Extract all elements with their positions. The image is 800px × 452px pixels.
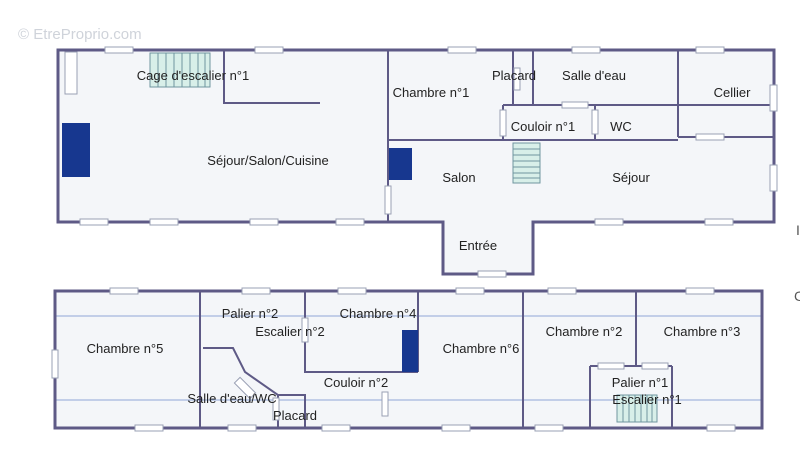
label-couloir-2: Couloir n°2 (324, 375, 388, 390)
label-cage-escalier: Cage d'escalier n°1 (137, 68, 249, 83)
label-salle-eau: Salle d'eau (562, 68, 626, 83)
label-salle-eau-wc: Salle d'eau/WC (187, 391, 276, 406)
window (594, 218, 624, 226)
label-sejour-salon-cuisine: Séjour/Salon/Cuisine (207, 153, 328, 168)
label-chambre-6: Chambre n°6 (443, 341, 520, 356)
watermark: © EtreProprio.com (18, 26, 142, 43)
window (249, 218, 279, 226)
label-sejour: Séjour (612, 170, 650, 185)
window (321, 424, 351, 432)
door (272, 397, 280, 421)
window (685, 287, 715, 295)
window (227, 424, 257, 432)
label-wc: WC (610, 119, 632, 134)
window (641, 362, 669, 370)
door (591, 109, 599, 135)
window (561, 101, 589, 109)
label-palier-2: Palier n°2 (222, 306, 279, 321)
door (513, 67, 521, 91)
window (254, 46, 284, 54)
door (301, 317, 309, 343)
window (79, 218, 109, 226)
window (769, 84, 778, 112)
door (384, 185, 392, 215)
stairs-upper-1 (616, 394, 658, 423)
window (571, 46, 601, 54)
edge-mark: I (796, 222, 800, 238)
door (233, 376, 257, 400)
window (64, 51, 78, 95)
fireplace-icon (389, 148, 412, 180)
entree-fill (443, 222, 533, 274)
label-palier-1: Palier n°1 (612, 375, 669, 390)
label-escalier-2: Escalier n°2 (255, 324, 325, 339)
fireplace-icon (62, 123, 90, 177)
window (335, 218, 365, 226)
window (534, 424, 564, 432)
label-cellier: Cellier (714, 85, 752, 100)
label-chambre-5: Chambre n°5 (87, 341, 164, 356)
label-chambre-4: Chambre n°4 (340, 306, 417, 321)
upper-floor: Chambre n°5 Palier n°2 Escalier n°2 Cham… (51, 287, 764, 432)
edge-mark: C (794, 288, 800, 304)
stairs-ground-2 (512, 142, 541, 184)
fireplace-icon (402, 330, 418, 372)
door (381, 391, 389, 417)
window (547, 287, 577, 295)
window (337, 287, 367, 295)
window (241, 287, 271, 295)
label-escalier-1: Escalier n°1 (612, 392, 682, 407)
label-chambre-3: Chambre n°3 (664, 324, 741, 339)
window (51, 349, 59, 379)
label-entree: Entrée (459, 238, 497, 253)
label-couloir-1: Couloir n°1 (511, 119, 575, 134)
ground-floor-windows (64, 46, 778, 278)
window (597, 362, 625, 370)
window (447, 46, 477, 54)
label-chambre-1: Chambre n°1 (393, 85, 470, 100)
ground-floor: Cage d'escalier n°1 Séjour/Salon/Cuisine… (56, 46, 778, 278)
window (769, 164, 778, 192)
door (499, 109, 507, 137)
label-placard-upper: Placard (273, 408, 317, 423)
stairs-ground-1 (149, 52, 211, 88)
window (695, 133, 725, 141)
window (704, 218, 734, 226)
upper-floor-windows (51, 287, 736, 432)
window (695, 46, 725, 54)
label-salon: Salon (442, 170, 475, 185)
window (477, 270, 507, 278)
window (104, 46, 134, 54)
window (149, 218, 179, 226)
label-chambre-2: Chambre n°2 (546, 324, 623, 339)
window (706, 424, 736, 432)
window (134, 424, 164, 432)
label-placard: Placard (492, 68, 536, 83)
window (441, 424, 471, 432)
window (455, 287, 485, 295)
window (109, 287, 139, 295)
